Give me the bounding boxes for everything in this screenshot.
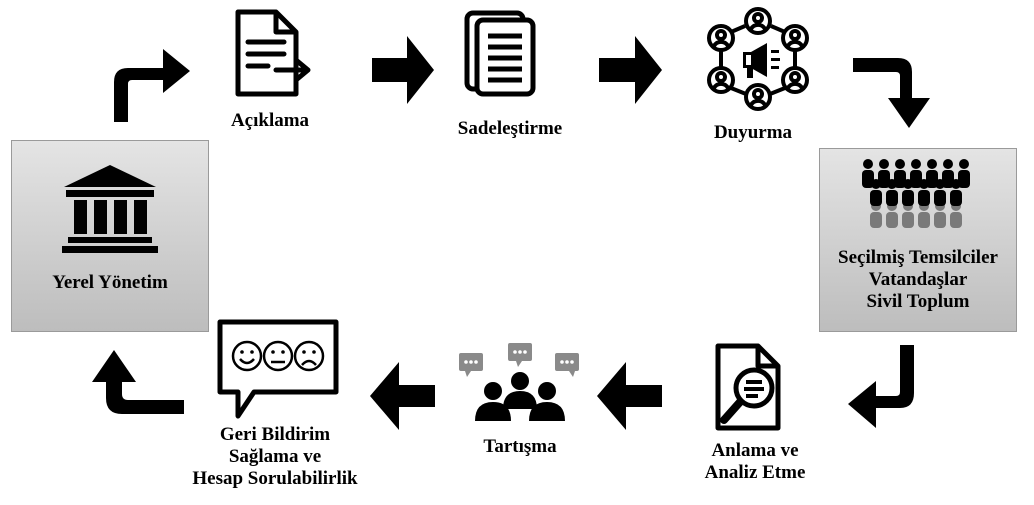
group-chat-icon (459, 343, 579, 421)
local-government-label: Yerel Yönetim (52, 272, 168, 293)
government-building-icon (62, 165, 158, 253)
explanation-label: Açıklama (230, 110, 310, 131)
crowd-icon (862, 159, 970, 228)
stakeholders-label-2: Vatandaşlar (868, 269, 968, 290)
arrow-bent-right-down (853, 58, 930, 128)
feedback-label-3: Hesap Sorulabilirlik (192, 468, 358, 489)
document-magnifier-icon (715, 343, 781, 431)
megaphone-network-icon (707, 7, 809, 111)
understanding-label-1: Anlama ve (711, 440, 799, 461)
document-export-icon (235, 9, 311, 97)
announcement-label: Duyurma (713, 122, 793, 143)
arrow-left-1 (597, 362, 662, 430)
stakeholders-label-3: Sivil Toplum (866, 291, 970, 312)
stakeholders-box: Seçilmiş Temsilciler Vatandaşlar Sivil T… (819, 148, 1017, 332)
arrow-bent-up-right (114, 49, 190, 122)
simplification-label: Sadeleştirme (457, 118, 563, 139)
stacked-document-icon (464, 10, 536, 97)
discussion-label: Tartışma (483, 436, 557, 457)
feedback-label-1: Geri Bildirim (219, 424, 331, 445)
arrow-bent-down-left (848, 345, 914, 428)
arrow-right-1 (372, 36, 434, 104)
understanding-label-2: Analiz Etme (704, 462, 806, 483)
stakeholders-label-1: Seçilmiş Temsilciler (838, 247, 998, 268)
feedback-label-2: Sağlama ve (228, 446, 322, 467)
arrow-left-2 (370, 362, 435, 430)
arrow-bent-left-up (92, 350, 184, 414)
arrow-right-2 (599, 36, 662, 104)
emoji-feedback-icon (217, 319, 339, 419)
network-person (744, 7, 772, 35)
local-government-box: Yerel Yönetim (11, 140, 209, 332)
